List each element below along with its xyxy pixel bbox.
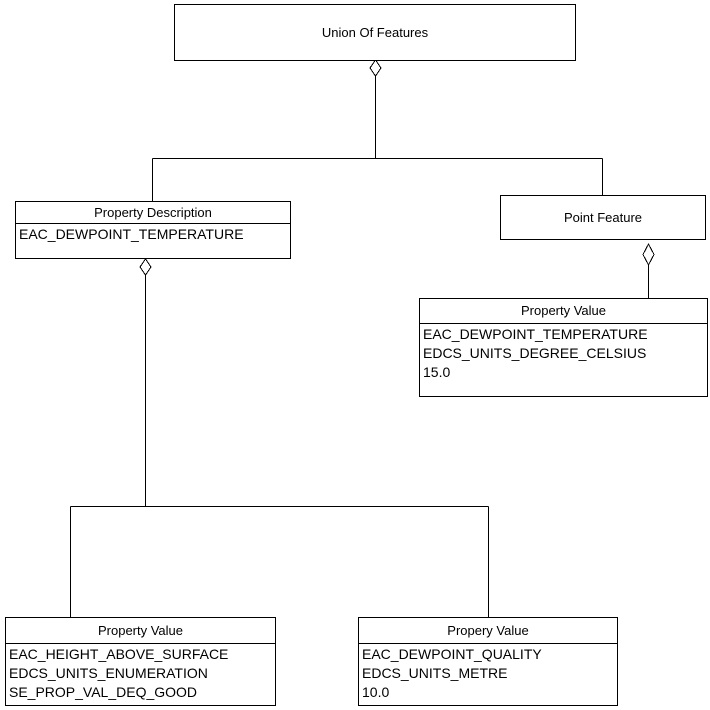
attribute-line: 10.0: [362, 684, 390, 700]
node-property-value-dewpoint-temperature-header: Property Value: [420, 299, 707, 324]
node-union-of-features[interactable]: Union Of Features: [174, 4, 576, 61]
attribute-line: EDCS_UNITS_ENUMERATION: [9, 665, 208, 681]
attribute-line: EDCS_UNITS_DEGREE_CELSIUS: [423, 345, 647, 361]
attribute-line: EAC_DEWPOINT_TEMPERATURE: [423, 326, 648, 342]
node-property-value-dewpoint-quality-header: Propery Value: [359, 618, 617, 644]
node-property-value-height-above-surface-attributes: EAC_HEIGHT_ABOVE_SURFACE EDCS_UNITS_ENUM…: [6, 644, 275, 702]
aggregation-diamond-property-description: [139, 258, 152, 276]
aggregation-diamond-point-feature: [642, 242, 655, 267]
node-point-feature[interactable]: Point Feature: [500, 195, 706, 240]
attribute-line: EAC_HEIGHT_ABOVE_SURFACE: [9, 646, 229, 662]
node-property-description-attributes: EAC_DEWPOINT_TEMPERATURE: [16, 224, 290, 244]
connector-union-to-children: [152, 75, 603, 201]
node-property-value-dewpoint-temperature[interactable]: Property Value EAC_DEWPOINT_TEMPERATURE …: [419, 298, 708, 397]
node-property-value-dewpoint-quality-attributes: EAC_DEWPOINT_QUALITY EDCS_UNITS_METRE 10…: [359, 644, 617, 702]
node-property-value-height-above-surface[interactable]: Property Value EAC_HEIGHT_ABOVE_SURFACE …: [5, 617, 276, 706]
node-union-of-features-header: Union Of Features: [321, 25, 429, 40]
aggregation-diamond-union: [369, 59, 382, 77]
attribute-line: 15.0: [423, 364, 451, 380]
attribute-line: SE_PROP_VAL_DEQ_GOOD: [9, 684, 198, 700]
node-property-description-header: Property Description: [16, 202, 290, 224]
attribute-line: EAC_DEWPOINT_TEMPERATURE: [19, 226, 244, 242]
node-point-feature-header: Point Feature: [563, 210, 643, 225]
node-property-value-dewpoint-temperature-attributes: EAC_DEWPOINT_TEMPERATURE EDCS_UNITS_DEGR…: [420, 324, 707, 382]
node-property-value-dewpoint-quality[interactable]: Propery Value EAC_DEWPOINT_QUALITY EDCS_…: [358, 617, 618, 706]
attribute-line: EAC_DEWPOINT_QUALITY: [362, 646, 542, 662]
node-property-description[interactable]: Property Description EAC_DEWPOINT_TEMPER…: [15, 201, 291, 259]
node-property-value-height-above-surface-header: Property Value: [6, 618, 275, 644]
attribute-line: EDCS_UNITS_METRE: [362, 665, 508, 681]
